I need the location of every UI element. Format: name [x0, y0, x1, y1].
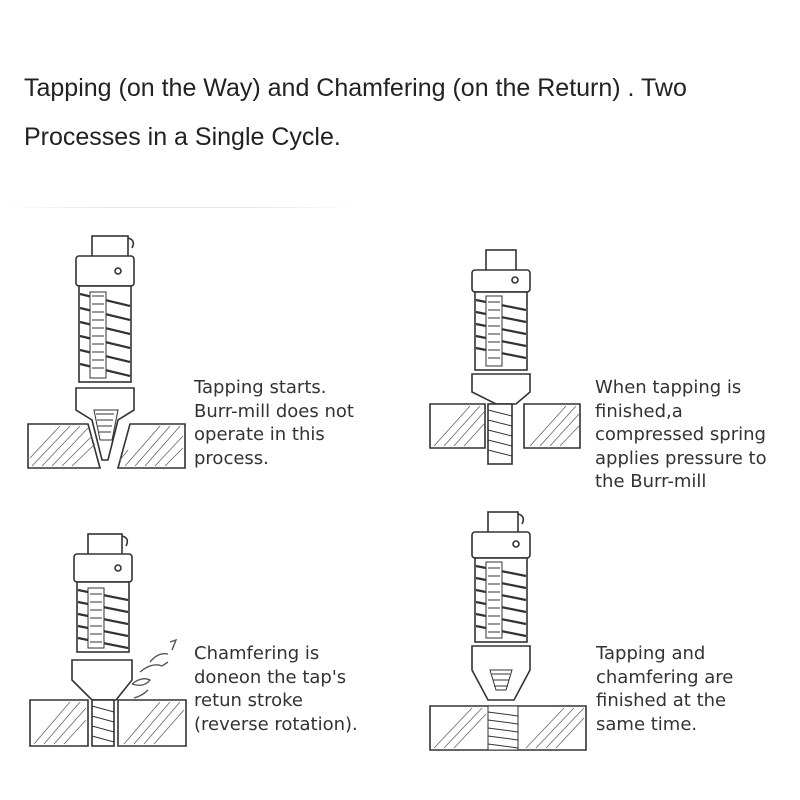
step-1-panel: Tapping starts. Burr-mill does not opera…: [0, 0, 400, 500]
divider: [0, 207, 360, 208]
workpiece: [27, 423, 186, 469]
step-1-illustration: [27, 235, 186, 469]
chips: [131, 638, 178, 699]
step-3-illustration: [29, 533, 187, 747]
step-4-illustration: [429, 511, 587, 751]
step-2-caption: When tapping is finished,a compressed sp…: [595, 377, 767, 492]
tap-tool: [75, 235, 135, 461]
page-title: Tapping (on the Way) and Chamfering (on …: [24, 74, 687, 151]
workpiece: [29, 699, 187, 747]
step-2-panel: When tapping is finished,a compressed sp…: [400, 0, 800, 500]
tap-tool: [71, 533, 133, 747]
tap-tool: [471, 249, 531, 465]
step-3-caption: Chamfering is doneon the tap's retun str…: [194, 643, 358, 735]
workpiece: [429, 705, 587, 751]
step-2-illustration: [429, 249, 581, 465]
step-1-caption: Tapping starts. Burr-mill does not opera…: [194, 377, 354, 469]
step-3-panel: Chamfering is doneon the tap's retun str…: [0, 500, 400, 800]
step-4-caption: Tapping and chamfering are finished at t…: [596, 643, 734, 735]
tap-tool: [471, 511, 531, 701]
step-4-panel: Tapping and chamfering are finished at t…: [400, 500, 800, 800]
workpiece: [429, 403, 581, 449]
